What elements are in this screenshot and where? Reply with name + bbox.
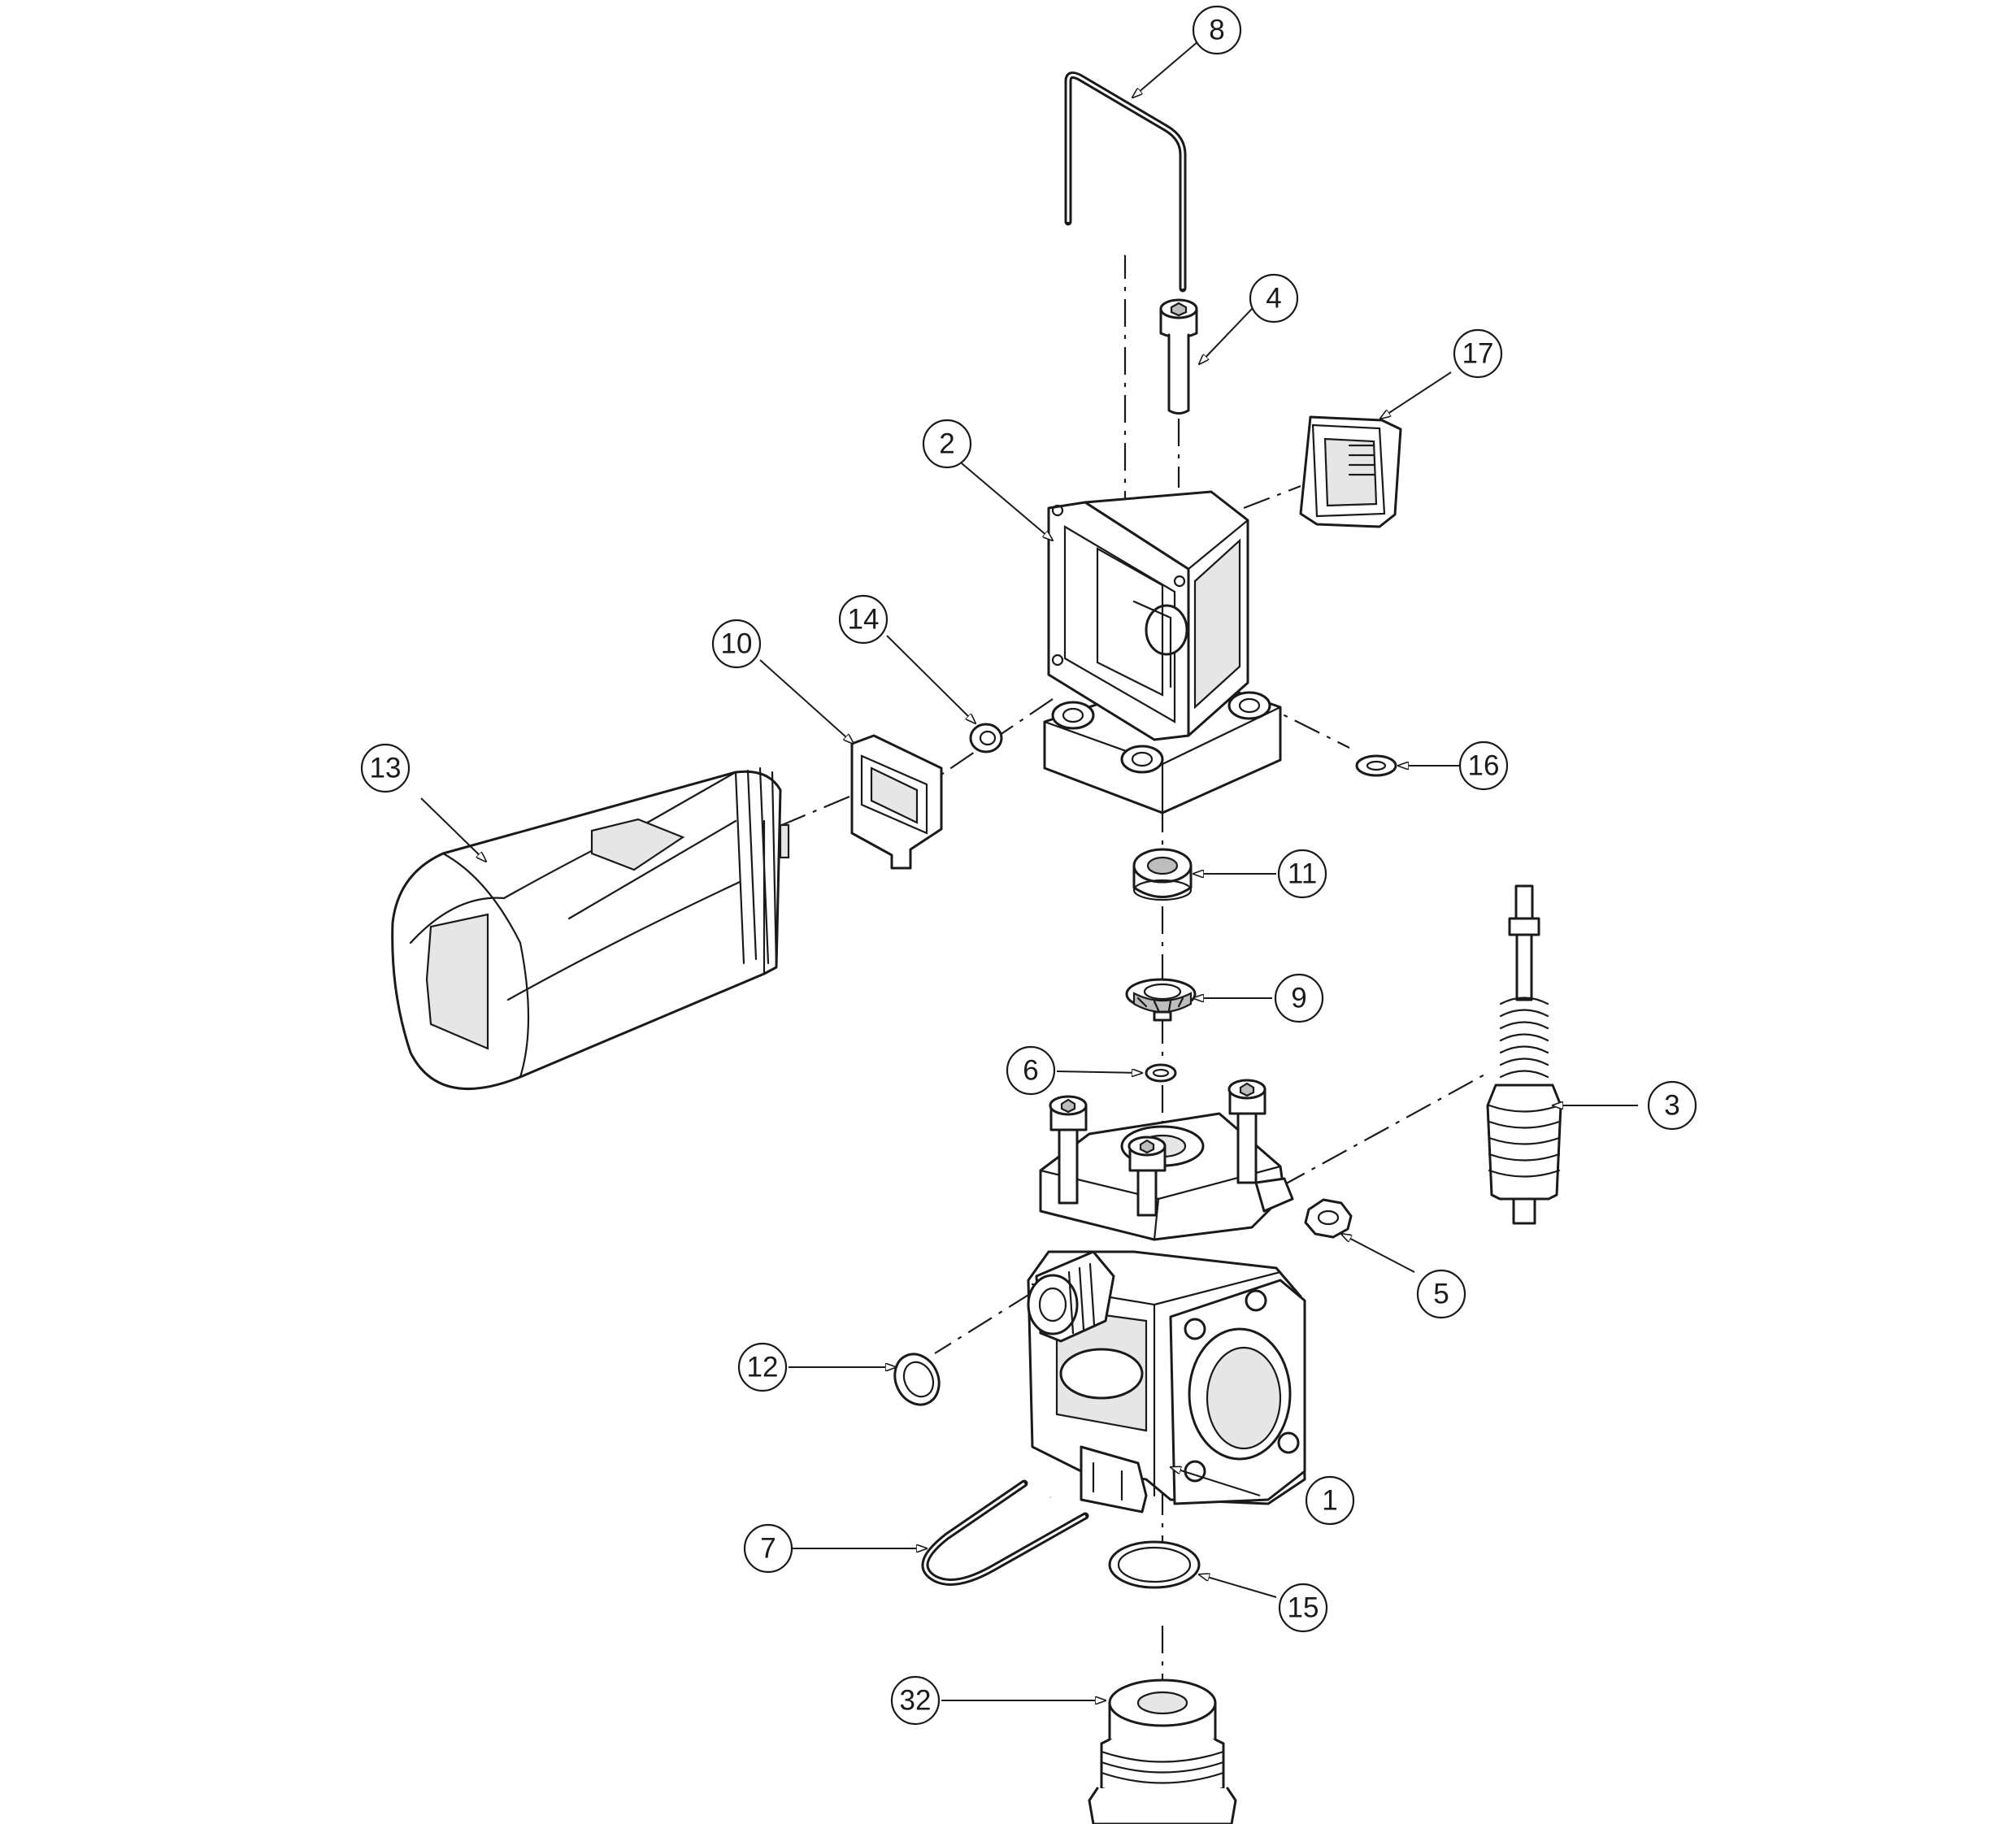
part-14-small-nut <box>969 723 1003 753</box>
callout-label: 1 <box>1322 1485 1337 1517</box>
callout-label: 15 <box>1288 1592 1319 1624</box>
callout-32: 32 <box>890 1675 941 1726</box>
callout-10: 10 <box>711 619 762 669</box>
callout-8: 8 <box>1192 5 1242 55</box>
callout-16: 16 <box>1458 740 1509 791</box>
callout-label: 17 <box>1462 338 1494 370</box>
callout-label: 6 <box>1023 1055 1038 1087</box>
callout-4: 4 <box>1249 273 1299 324</box>
part-2-upper-housing <box>1043 490 1282 814</box>
callout-3: 3 <box>1647 1080 1697 1131</box>
callout-label: 12 <box>747 1352 779 1383</box>
part-9-bushing <box>1125 978 1197 1022</box>
callout-label: 16 <box>1468 750 1500 782</box>
callout-label: 13 <box>370 753 402 784</box>
leader-lines <box>420 40 1638 1700</box>
part-17-connector-frame <box>1299 415 1402 528</box>
callout-label: 5 <box>1433 1279 1449 1310</box>
callout-label: 9 <box>1291 983 1306 1014</box>
callout-label: 11 <box>1288 858 1317 890</box>
part-11-bearing <box>1132 848 1193 901</box>
callout-11: 11 <box>1277 849 1327 899</box>
callout-13: 13 <box>360 743 411 793</box>
callout-label: 32 <box>900 1685 932 1717</box>
callout-label: 7 <box>760 1533 776 1565</box>
part-5-hex-nut <box>1304 1198 1353 1239</box>
callout-label: 2 <box>939 428 954 460</box>
callout-label: 14 <box>848 604 880 636</box>
callout-1: 1 <box>1305 1475 1355 1526</box>
part-6-small-oring <box>1145 1063 1177 1083</box>
part-8-wire-clip <box>1064 71 1187 293</box>
part-10-gasket <box>850 734 943 870</box>
callout-label: 8 <box>1209 15 1224 46</box>
part-4-cap-screw <box>1159 298 1198 415</box>
callout-17: 17 <box>1453 328 1503 379</box>
part-7-u-clip <box>921 1479 1089 1586</box>
part-12-oring <box>893 1353 941 1406</box>
part-32-threaded-adapter <box>1088 1679 1237 1824</box>
callout-2: 2 <box>922 419 972 469</box>
callout-9: 9 <box>1274 973 1324 1023</box>
callout-12: 12 <box>737 1342 788 1392</box>
callout-label: 4 <box>1266 283 1281 315</box>
callout-15: 15 <box>1278 1583 1328 1633</box>
callout-6: 6 <box>1006 1045 1056 1096</box>
part-16-washer <box>1355 754 1397 777</box>
callout-7: 7 <box>743 1523 793 1574</box>
part-15-large-oring <box>1108 1540 1201 1589</box>
part-3-stem-spring <box>1486 884 1562 1225</box>
callout-label: 10 <box>721 628 753 660</box>
callout-5: 5 <box>1416 1269 1466 1319</box>
part-1-valve-body <box>1027 1079 1306 1513</box>
callout-14: 14 <box>838 594 889 645</box>
callout-label: 3 <box>1664 1090 1679 1122</box>
part-13-actuator-cover <box>391 767 790 1091</box>
